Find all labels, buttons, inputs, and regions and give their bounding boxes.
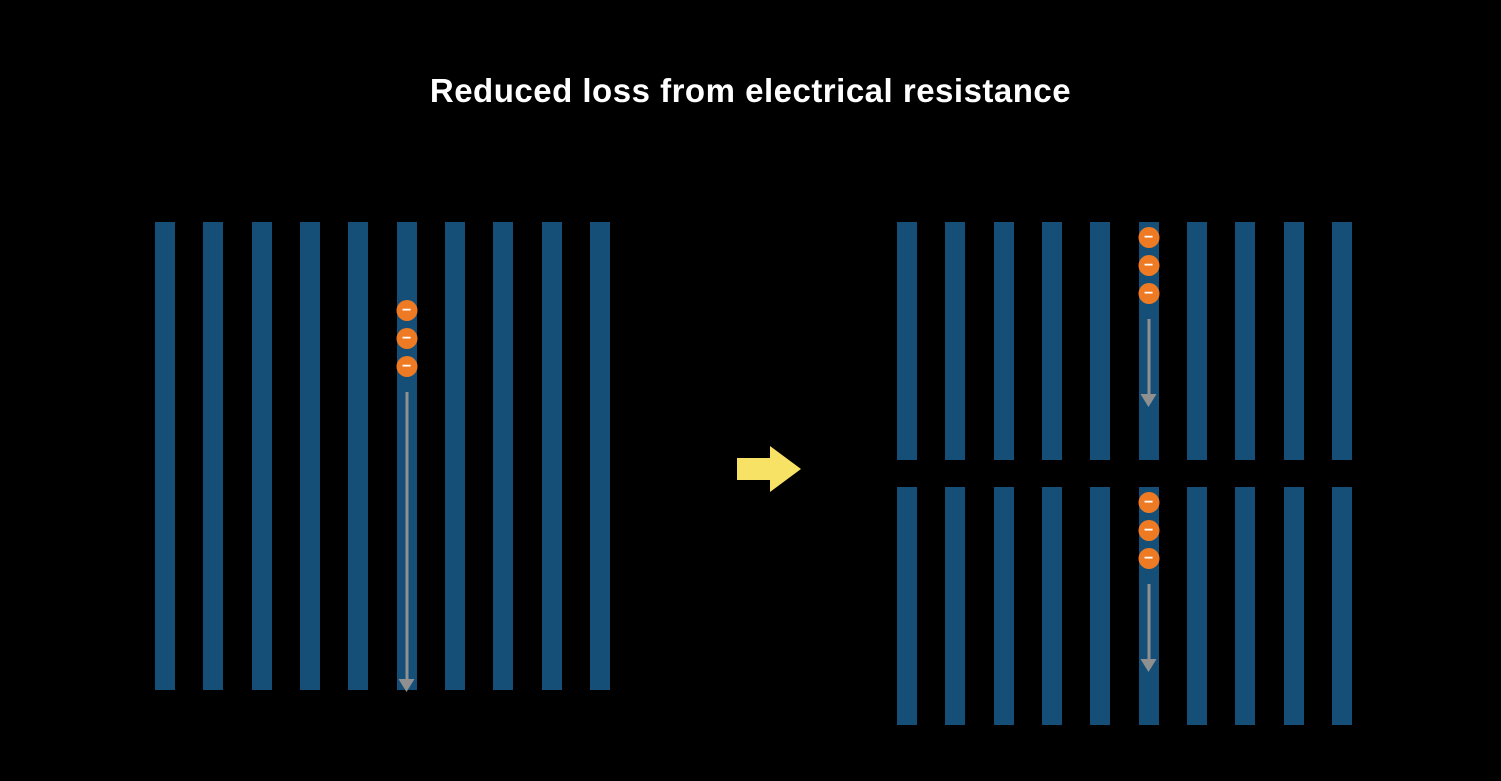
cell-bar: − − − xyxy=(1138,222,1160,460)
electron-icon: − xyxy=(396,356,418,377)
half-cell-bottom-panel: − − − xyxy=(897,487,1352,725)
current-arrowhead-icon xyxy=(1140,394,1157,407)
cell-bar: − − − xyxy=(1138,487,1160,725)
current-direction-arrow xyxy=(1140,319,1157,407)
electron-icon: − xyxy=(1138,227,1160,248)
electron-minus-symbol: − xyxy=(1143,521,1154,539)
electron-icon: − xyxy=(396,328,418,349)
cell-bar xyxy=(444,222,465,690)
electron-icon: − xyxy=(1138,548,1160,569)
electron-icon: − xyxy=(1138,283,1160,304)
cell-bar xyxy=(348,222,369,690)
cell-bar xyxy=(1283,487,1304,725)
electron-flow: − − − xyxy=(1138,492,1160,672)
electron-minus-symbol: − xyxy=(401,329,412,347)
cell-bar xyxy=(945,222,966,460)
electron-minus-symbol: − xyxy=(1143,284,1154,302)
cell-bar xyxy=(1331,222,1352,460)
cell-bar xyxy=(1090,487,1111,725)
current-arrow-line xyxy=(1147,584,1151,659)
cell-bar xyxy=(541,222,562,690)
cell-bar xyxy=(1235,222,1256,460)
current-arrowhead-icon xyxy=(1140,659,1157,672)
cell-bar xyxy=(251,222,272,690)
electron-minus-symbol: − xyxy=(401,357,412,375)
electron-minus-symbol: − xyxy=(401,301,412,319)
cell-bar xyxy=(1090,222,1111,460)
cell-bar xyxy=(1283,222,1304,460)
cell-bar xyxy=(1186,222,1207,460)
full-cell-panel: − − − xyxy=(155,222,610,692)
cell-bar xyxy=(299,222,320,690)
half-cell-top-panel: − − − xyxy=(897,222,1352,460)
transition-arrow-icon xyxy=(737,446,801,492)
current-arrow-line xyxy=(405,392,409,679)
current-arrowhead-icon xyxy=(398,679,415,692)
current-direction-arrow xyxy=(398,392,415,692)
cell-bar xyxy=(993,222,1014,460)
electron-icon: − xyxy=(1138,492,1160,513)
cell-bar xyxy=(1186,487,1207,725)
cell-bar xyxy=(897,487,917,725)
electron-icon: − xyxy=(1138,255,1160,276)
electron-minus-symbol: − xyxy=(1143,228,1154,246)
electron-icon: − xyxy=(1138,520,1160,541)
cell-bar xyxy=(1235,487,1256,725)
cell-bar xyxy=(897,222,917,460)
cell-bar xyxy=(589,222,610,690)
cell-bar xyxy=(203,222,224,690)
cell-bar xyxy=(1041,487,1062,725)
electron-minus-symbol: − xyxy=(1143,256,1154,274)
cell-bar: − − − xyxy=(396,222,418,692)
electron-minus-symbol: − xyxy=(1143,549,1154,567)
cell-bar xyxy=(155,222,175,690)
electron-icon: − xyxy=(396,300,418,321)
cell-bar xyxy=(1331,487,1352,725)
current-arrow-line xyxy=(1147,319,1151,394)
cell-bar xyxy=(993,487,1014,725)
electron-flow: − − − xyxy=(396,300,418,692)
cell-bar xyxy=(945,487,966,725)
electron-flow: − − − xyxy=(1138,227,1160,407)
electron-minus-symbol: − xyxy=(1143,493,1154,511)
cell-bar xyxy=(1041,222,1062,460)
current-direction-arrow xyxy=(1140,584,1157,672)
cell-bar xyxy=(493,222,514,690)
diagram-title: Reduced loss from electrical resistance xyxy=(429,72,1072,109)
